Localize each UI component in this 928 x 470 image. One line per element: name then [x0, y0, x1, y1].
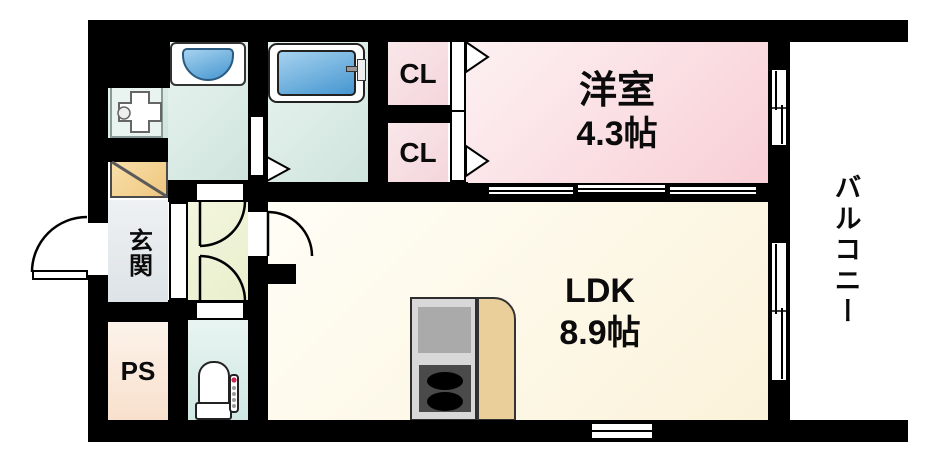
wall-bath-closet	[368, 20, 388, 202]
sliding-door-panel	[669, 186, 757, 195]
toilet-remote-icon	[229, 374, 239, 413]
bathtub-water	[277, 50, 356, 96]
western-room-label: 洋室 4.3帖	[466, 52, 768, 172]
western-room-name: 洋室	[578, 69, 655, 112]
entrance-hall-door	[169, 202, 188, 300]
closet-lower-label: CL	[399, 136, 437, 168]
burner-icon	[427, 392, 463, 411]
entrance-floor	[108, 200, 168, 302]
toilet-doorway	[197, 303, 243, 318]
wall-closet-divider	[388, 105, 450, 123]
window-west-room	[770, 68, 788, 147]
wall-entrance-ps	[88, 302, 168, 322]
vanity-sink-icon	[110, 86, 163, 138]
ldk-floor	[268, 200, 768, 420]
wall-ldk-stub	[268, 264, 296, 284]
toilet-bowl-icon	[198, 361, 230, 406]
vent-bar	[592, 424, 652, 430]
ldk-name: LDK	[565, 271, 635, 310]
sliding-door-panel	[488, 186, 574, 195]
kitchen-counter	[477, 297, 516, 421]
balcony-label: バルコニー	[830, 172, 861, 328]
window-ldk	[770, 241, 788, 382]
ldk-size: 8.9帖	[559, 314, 641, 352]
closet-upper-floor	[388, 42, 448, 105]
sliding-door-panel	[577, 184, 666, 193]
wall-ps-toilet	[168, 300, 188, 420]
ldk-doorway	[248, 212, 268, 256]
toilet-tank-icon	[195, 402, 232, 420]
wall-below-nook	[108, 138, 168, 162]
bathroom-door	[249, 115, 265, 177]
western-room-floor	[466, 42, 768, 183]
vent-bar	[592, 432, 652, 438]
front-door-opening	[88, 223, 108, 275]
hall-floor	[188, 200, 248, 302]
western-room-size: 4.3帖	[576, 115, 658, 154]
pipe-space-label: PS	[120, 355, 156, 386]
burner-icon	[427, 372, 463, 390]
wall-top	[88, 20, 908, 42]
ldk-label: LDK 8.9帖	[500, 262, 700, 362]
wall-bath-bottom	[268, 182, 468, 202]
front-door-leaf	[32, 270, 88, 280]
wall-block-topleft	[88, 20, 170, 88]
pipe-space-floor	[108, 322, 168, 420]
wall-bottom	[88, 420, 908, 442]
washroom-doorway	[197, 184, 243, 200]
shoe-cabinet-icon	[110, 160, 168, 198]
closet-upper-label: CL	[399, 57, 437, 89]
closet-lower-floor	[388, 123, 448, 182]
faucet-plate	[357, 59, 366, 81]
front-door-swing-arc	[30, 215, 88, 273]
entrance-label: 玄関	[124, 228, 152, 278]
balcony-floor	[790, 42, 908, 420]
kitchen-sink-icon	[418, 307, 471, 353]
closet-folding-door	[450, 40, 466, 182]
